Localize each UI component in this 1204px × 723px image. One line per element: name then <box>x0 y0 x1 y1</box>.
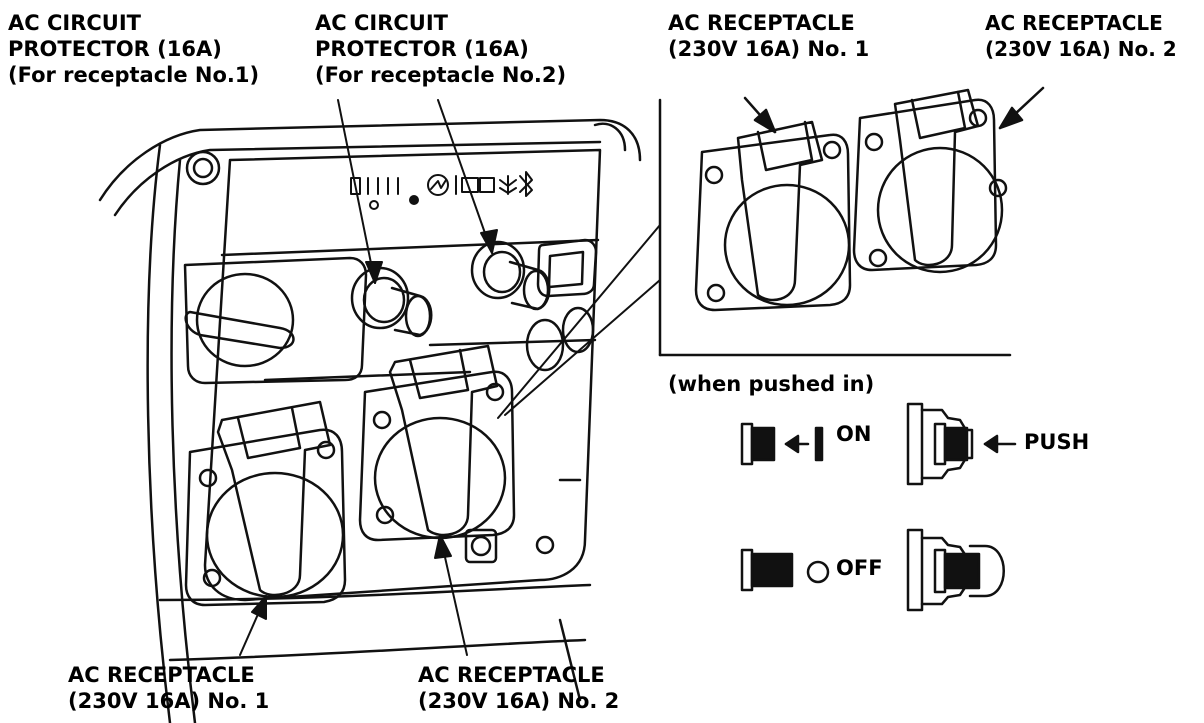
auxiliary-sockets <box>464 238 598 564</box>
zoom-frame <box>658 98 1012 357</box>
legend-on-label: ON <box>836 422 872 446</box>
legend-push-label: PUSH <box>1024 430 1090 454</box>
panel-receptacle-2 <box>358 344 555 555</box>
control-panel <box>158 148 602 702</box>
label-receptacle-1-top: AC RECEPTACLE (230V 16A) No. 1 <box>668 11 870 61</box>
label-receptacle-2-top: AC RECEPTACLE (230V 16A) No. 2 <box>985 11 1177 61</box>
callout-lines <box>239 99 661 656</box>
zoom-receptacle-2 <box>852 86 1045 274</box>
legend-caption: (when pushed in) <box>668 372 875 396</box>
label-receptacle-2-bottom: AC RECEPTACLE (230V 16A) No. 2 <box>418 663 620 713</box>
legend-off-side-view <box>906 528 1005 612</box>
legend-off-label: OFF <box>836 556 883 580</box>
zoom-receptacle-1 <box>694 96 852 312</box>
indicator-lights <box>350 171 533 210</box>
panel-receptacle-1 <box>184 400 347 607</box>
generator-body <box>98 118 642 723</box>
engine-switch-knob <box>184 272 295 368</box>
legend-on-side-view <box>906 402 1017 486</box>
label-receptacle-1-bottom: AC RECEPTACLE (230V 16A) No. 1 <box>68 663 270 713</box>
label-protector-1: AC CIRCUIT PROTECTOR (16A) (For receptac… <box>8 11 260 87</box>
label-protector-2: AC CIRCUIT PROTECTOR (16A) (For receptac… <box>315 11 567 87</box>
legend-off-button <box>740 548 830 592</box>
legend-on-button <box>740 422 824 466</box>
